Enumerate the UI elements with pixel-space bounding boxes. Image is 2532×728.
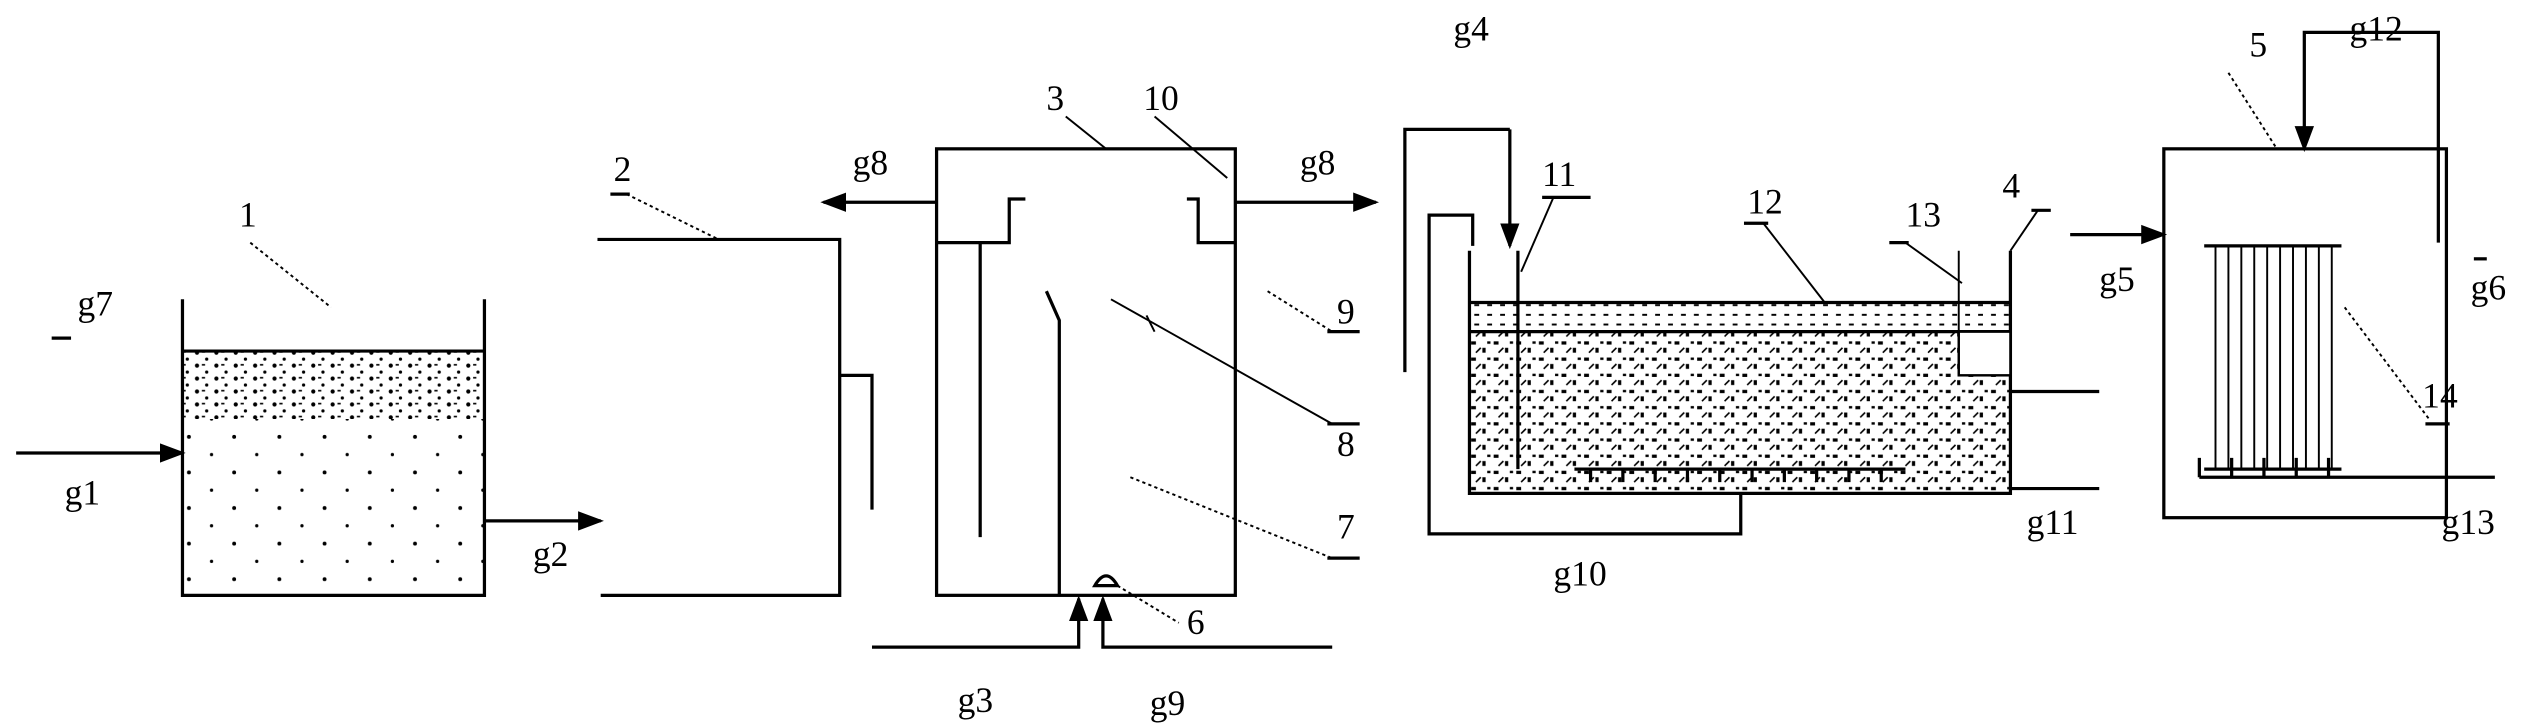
- aerator-g13: [2197, 457, 2495, 479]
- membrane-module-14: [2214, 245, 2333, 470]
- pipe-g4-outer: [1403, 127, 1510, 373]
- tank-1: 1 g1 g7 g2: [16, 194, 604, 597]
- label-g9: g9: [1150, 683, 1186, 723]
- label-3: 3: [1046, 78, 1064, 118]
- pipe-g12: [2294, 30, 2440, 243]
- pipe-g3: [871, 595, 1089, 649]
- label-10: 10: [1143, 78, 1179, 118]
- label-6: 6: [1187, 602, 1205, 642]
- label-2: 2: [614, 149, 632, 189]
- label-g7: g7: [78, 283, 114, 323]
- label-g3: g3: [958, 680, 994, 720]
- leader-1: [249, 241, 332, 309]
- label-g6: g6: [2471, 267, 2507, 307]
- reactor-3: g8 g8 3 10 9 8 7 6 g3 g9: [820, 78, 1380, 723]
- label-g13: g13: [2442, 502, 2495, 542]
- label-1: 1: [239, 194, 257, 234]
- label-g2: g2: [533, 534, 569, 574]
- label-4: 4: [2002, 165, 2020, 205]
- label-13: 13: [1905, 194, 1941, 234]
- label-7: 7: [1337, 507, 1355, 547]
- label-g8-right: g8: [1300, 143, 1336, 183]
- label-g8-left: g8: [853, 143, 889, 183]
- pipe-g9: [1093, 595, 1333, 649]
- aerator-6: [1092, 574, 1121, 588]
- unit-2: 2: [597, 149, 874, 597]
- label-14: 14: [2422, 376, 2458, 416]
- label-5: 5: [2249, 25, 2267, 65]
- label-9: 9: [1337, 292, 1355, 332]
- membrane-reactor-5: g13 g12 g6 g5 5 14: [2070, 8, 2507, 542]
- label-12: 12: [1747, 182, 1783, 222]
- label-g11: g11: [2027, 502, 2079, 542]
- label-g5: g5: [2099, 259, 2135, 299]
- label-g10: g10: [1553, 554, 1606, 594]
- filter-4: g4 g10 11 12 13 4 g11: [1403, 8, 2100, 594]
- pipe-g10: [1427, 213, 1743, 536]
- label-11: 11: [1542, 154, 1576, 194]
- label-g4: g4: [1453, 8, 1489, 48]
- label-8: 8: [1337, 424, 1355, 464]
- label-g1: g1: [65, 473, 101, 513]
- label-g12: g12: [2350, 8, 2403, 48]
